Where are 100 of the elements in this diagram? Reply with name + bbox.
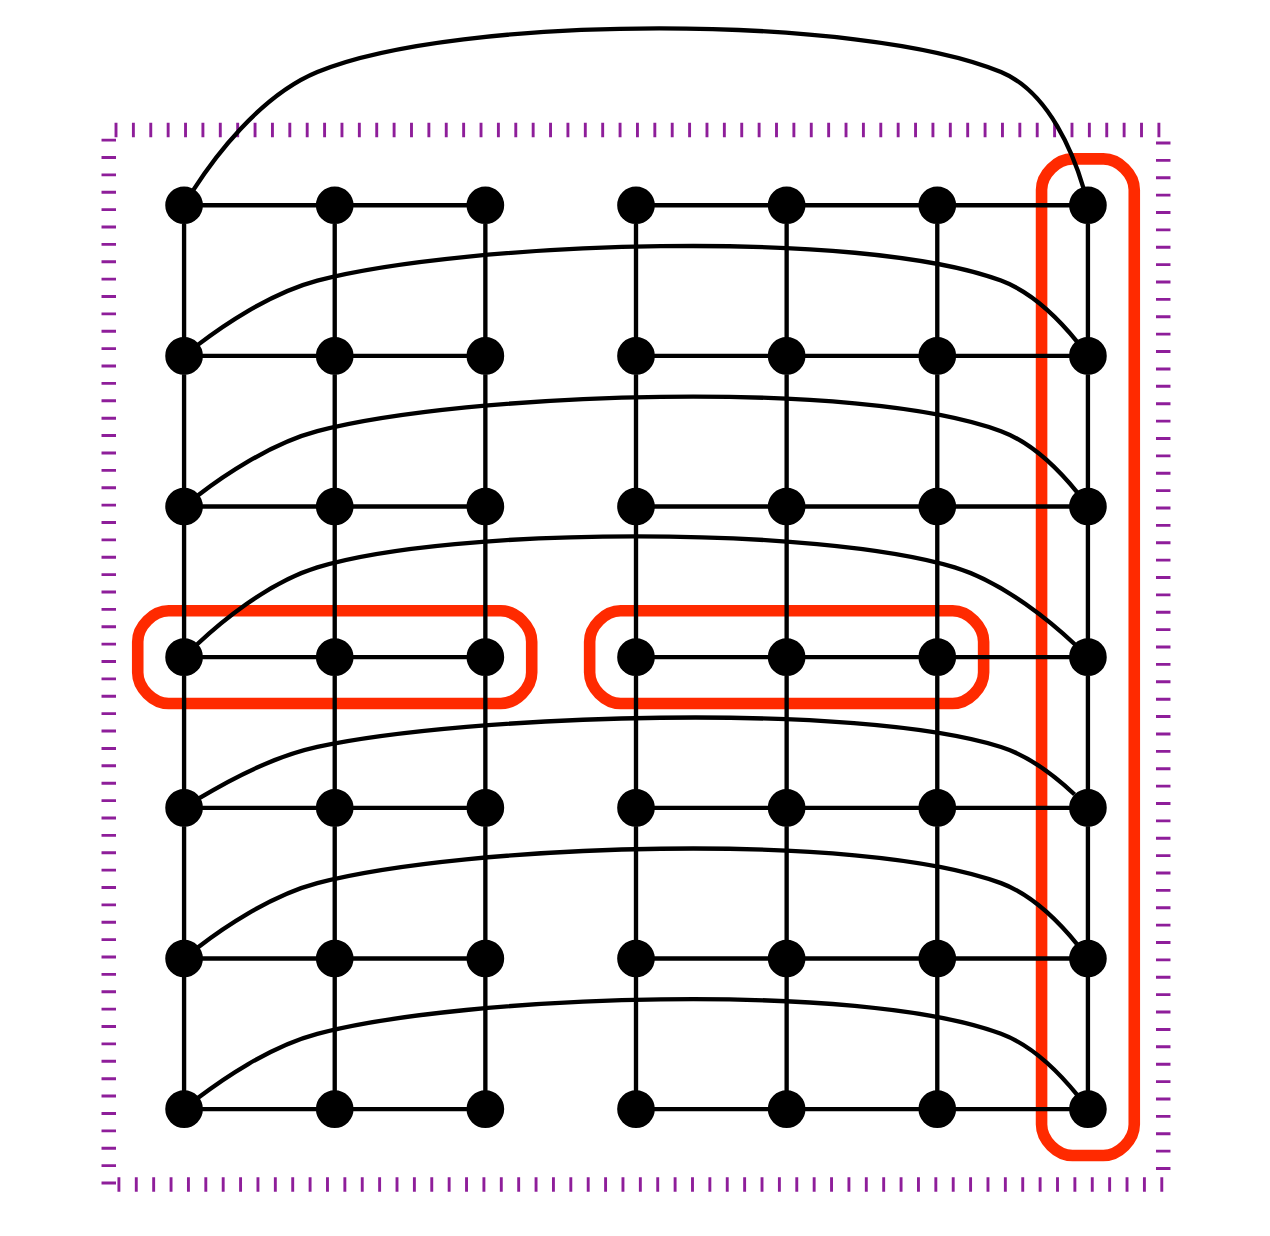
node-circle: [164, 337, 202, 375]
connector: [200, 1106, 317, 1112]
connector: [351, 353, 467, 359]
node-circle: [465, 789, 504, 827]
connector: [1084, 826, 1090, 941]
node-circle: [766, 789, 805, 827]
connector: [351, 504, 467, 509]
node-circle: [1068, 487, 1106, 526]
connector: [351, 655, 467, 660]
connector: [200, 203, 317, 208]
node-circle: [917, 638, 956, 676]
cluster: [130, 605, 537, 710]
connector: [803, 504, 919, 509]
connector: [783, 976, 788, 1092]
node-circle: [917, 487, 956, 526]
node-circle: [465, 487, 504, 526]
connector: [783, 524, 788, 640]
node-circle: [164, 638, 202, 676]
node-circle: [616, 487, 654, 526]
connector: [934, 374, 939, 489]
connector: [482, 524, 487, 640]
connector: [180, 374, 186, 489]
connector: [482, 826, 487, 941]
connector: [482, 675, 487, 790]
node-circle: [917, 186, 956, 225]
node-circle: [465, 1090, 504, 1128]
connector: [195, 244, 1079, 347]
node-circle: [1068, 638, 1106, 676]
connector: [632, 374, 638, 489]
connector: [803, 956, 919, 961]
connector: [195, 997, 1079, 1100]
node-circle: [314, 487, 353, 526]
connector: [1084, 374, 1090, 489]
connector: [351, 805, 467, 810]
node-circle: [164, 186, 202, 225]
connector: [953, 655, 1070, 660]
node-circle: [766, 638, 805, 676]
node-circle: [766, 487, 805, 526]
connector: [803, 1106, 919, 1112]
node-circle: [917, 1090, 956, 1128]
connector: [652, 504, 768, 509]
connector: [783, 675, 788, 790]
connector: [953, 504, 1070, 509]
node-circle: [917, 789, 956, 827]
connector: [783, 223, 788, 339]
connector: [180, 675, 186, 790]
connector: [632, 223, 638, 339]
connector: [953, 805, 1070, 810]
node-circle: [314, 186, 353, 225]
connector: [934, 675, 939, 790]
node-circle: [1068, 337, 1106, 375]
node-circle: [616, 337, 654, 375]
node-circle: [1068, 186, 1106, 225]
connector: [196, 715, 1076, 801]
connector: [632, 976, 638, 1092]
connector: [652, 956, 768, 961]
connector: [783, 826, 788, 941]
connector: [632, 675, 638, 790]
cluster: [1034, 153, 1140, 1162]
node-circle: [314, 789, 353, 827]
connector: [783, 374, 788, 489]
node-circle: [766, 1090, 805, 1128]
connector: [632, 524, 638, 640]
node-circle: [917, 337, 956, 375]
connector: [331, 524, 336, 640]
node-circle: [616, 939, 654, 978]
connector: [190, 26, 1085, 192]
connector: [180, 976, 186, 1092]
node-circle: [465, 939, 504, 978]
connector: [200, 353, 317, 359]
connector: [652, 655, 768, 660]
connector: [180, 826, 186, 941]
node-circle: [1068, 1090, 1106, 1128]
connector: [482, 374, 487, 489]
connector: [200, 655, 317, 660]
node-circle: [314, 1090, 353, 1128]
connector: [200, 805, 317, 810]
connector: [934, 223, 939, 339]
node-circle: [616, 638, 654, 676]
connector: [803, 805, 919, 810]
connector: [652, 353, 768, 359]
connector: [331, 826, 336, 941]
cluster: [100, 122, 1170, 1192]
connector: [953, 956, 1070, 961]
connector: [331, 976, 336, 1092]
node-circle: [1068, 789, 1106, 827]
connector: [482, 223, 487, 339]
connector: [180, 524, 186, 640]
connector: [803, 655, 919, 660]
connector: [1084, 524, 1090, 640]
connector: [803, 353, 919, 359]
node-circle: [465, 638, 504, 676]
connector: [632, 826, 638, 941]
node-circle: [164, 939, 202, 978]
connector: [934, 524, 939, 640]
connector: [482, 976, 487, 1092]
connector: [1084, 223, 1090, 339]
node-circle: [465, 186, 504, 225]
node-circle: [314, 638, 353, 676]
connector: [652, 1106, 768, 1112]
